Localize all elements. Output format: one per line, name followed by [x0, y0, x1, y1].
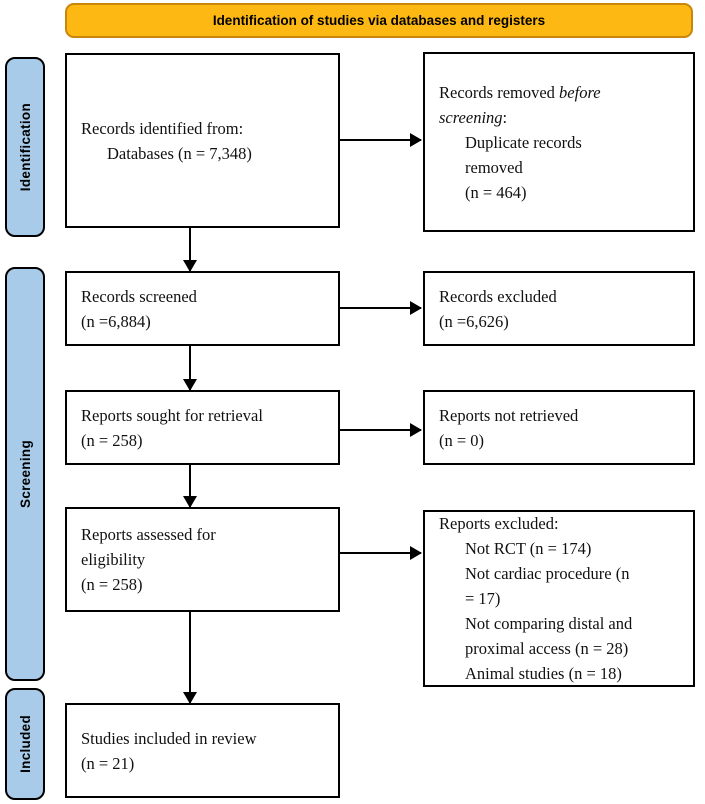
box-line: Reports excluded:	[439, 514, 559, 533]
box-reports-assessed: Reports assessed for eligibility (n = 25…	[65, 507, 340, 612]
box-line: removed	[465, 157, 523, 177]
box-studies-included: Studies included in review (n = 21)	[65, 703, 340, 798]
box-line: Reports not retrieved	[439, 405, 579, 425]
box-line: Records screened	[81, 286, 197, 306]
arrow-right-identified-to-removed	[340, 133, 422, 147]
box-records-screened: Records screened (n =6,884)	[65, 271, 340, 346]
box-line: (n = 258)	[81, 575, 143, 594]
stage-screening-label: Screening	[17, 440, 33, 508]
box-line: = 17)	[465, 589, 501, 608]
banner-title-label: Identification of studies via databases …	[212, 13, 546, 28]
stage-identification: Identification	[5, 57, 45, 237]
box-records-excluded: Records excluded (n =6,626)	[423, 271, 695, 346]
box-line: Studies included in review	[81, 728, 257, 748]
box-line: Not RCT (n = 174)	[465, 539, 592, 558]
box-line: Reports sought for retrieval	[81, 405, 263, 425]
box-line-text: Records removed	[439, 82, 560, 102]
box-line: Not cardiac procedure (n	[465, 564, 630, 583]
box-line: eligibility	[81, 550, 146, 569]
box-line: Records excluded	[439, 286, 557, 306]
box-line: (n = 21)	[81, 753, 135, 773]
stage-included-label: Included	[17, 715, 33, 773]
box-line: Records removed before	[439, 80, 683, 105]
arrow-down-identified-to-screened	[183, 228, 197, 272]
box-reports-not-retrieved: Reports not retrieved (n = 0)	[423, 390, 695, 465]
box-line: (n = 464)	[465, 182, 527, 202]
stage-included: Included	[5, 688, 45, 800]
arrow-right-assessed-to-excluded	[340, 546, 422, 560]
box-line: proximal access (n = 28)	[465, 639, 629, 658]
stage-identification-label: Identification	[17, 102, 33, 192]
box-reports-excluded: Reports excluded: Not RCT (n = 174) Not …	[423, 510, 695, 687]
box-records-identified: Records identified from: Databases (n = …	[65, 53, 340, 228]
box-line: Records identified from:	[81, 118, 244, 138]
box-line: Animal studies (n = 18)	[465, 664, 622, 683]
box-records-removed: Records removed before screening: Duplic…	[423, 52, 695, 232]
box-line: Not comparing distal and	[465, 614, 633, 633]
box-line: (n = 258)	[81, 430, 143, 450]
box-line-text: :	[502, 107, 508, 127]
box-line-text-italic: screening	[439, 107, 503, 127]
banner-title: Identification of studies via databases …	[65, 3, 693, 38]
arrow-down-sought-to-assessed	[183, 465, 197, 508]
stage-screening: Screening	[5, 267, 45, 681]
box-line: screening:	[439, 105, 683, 130]
box-line: Duplicate records	[465, 132, 582, 152]
box-line-text-italic: before	[559, 82, 601, 102]
arrow-right-screened-to-excluded	[340, 301, 422, 315]
box-line: (n =6,626)	[439, 311, 509, 331]
arrow-down-screened-to-sought	[183, 346, 197, 391]
box-reports-sought: Reports sought for retrieval (n = 258)	[65, 390, 340, 465]
box-line: (n = 0)	[439, 430, 485, 450]
arrow-down-assessed-to-included	[183, 612, 197, 704]
arrow-right-sought-to-not-retrieved	[340, 423, 422, 437]
box-line: (n =6,884)	[81, 311, 151, 331]
box-line: Reports assessed for	[81, 525, 216, 544]
box-line: Databases (n = 7,348)	[107, 143, 252, 163]
